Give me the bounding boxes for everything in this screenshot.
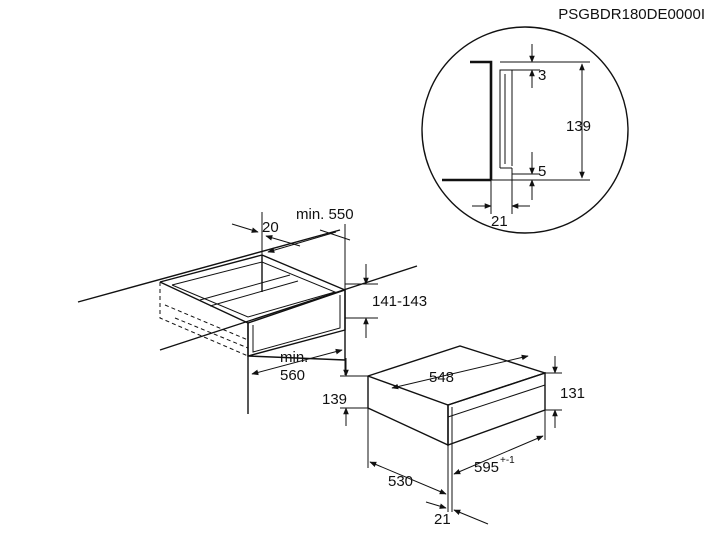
drawer-dim-139: 139	[322, 391, 347, 408]
niche-view: 20 min. 550 141-143 min. 560	[77, 206, 427, 414]
detail-cabinet-top	[470, 60, 493, 180]
drawer-dim-595: 595	[474, 459, 499, 476]
drawer-view: 548 131 139 530 595 +-1 21	[322, 345, 585, 528]
niche-dim-min-label: min.	[280, 349, 308, 366]
drawer-top	[365, 345, 548, 406]
detail-dim-3: 3	[538, 67, 546, 84]
niche-dim-20: 20	[262, 219, 279, 236]
niche-top-back	[261, 254, 346, 291]
niche-front-opening	[247, 290, 346, 357]
drawer-dim-548: 548	[429, 369, 454, 386]
niche-ext-550-b	[319, 229, 351, 241]
detail-circle	[421, 26, 629, 234]
detail-view: 3 139 5 21	[421, 26, 629, 234]
detail-dim-21: 21	[491, 213, 508, 230]
niche-inner-rail-2	[209, 280, 299, 307]
niche-hidden-low	[174, 317, 249, 349]
drawer-dim-21: 21	[434, 511, 451, 528]
detail-dim-139: 139	[566, 118, 591, 135]
niche-dim-141-143: 141-143	[372, 293, 427, 310]
niche-top-front	[159, 281, 346, 324]
niche-dim-min-550: min. 550	[296, 206, 354, 223]
drawer-front-top	[447, 384, 546, 418]
detail-drawer-front	[499, 69, 513, 168]
drawer-arrow-21-right	[453, 509, 489, 525]
niche-counter-right	[159, 265, 418, 351]
niche-arrow-20-left	[231, 223, 259, 233]
niche-dim-560: 560	[280, 367, 305, 384]
niche-inner-rail	[199, 274, 291, 301]
niche-front-inner	[252, 295, 341, 353]
niche-hidden-mid	[164, 304, 249, 341]
niche-arrow-560	[251, 348, 343, 376]
drawer-left-face	[367, 376, 449, 447]
model-code: PSGBDR180DE0000I	[558, 6, 705, 23]
niche-hidden-left	[159, 282, 249, 357]
drawer-dim-530: 530	[388, 473, 413, 490]
niche-top-left	[159, 254, 263, 283]
niche-arrow-550	[267, 231, 337, 253]
drawer-arrow-21-left	[425, 501, 447, 509]
niche-top-inner	[171, 261, 337, 318]
drawer-dim-595-tolerance: +-1	[500, 455, 515, 466]
detail-dim-5: 5	[538, 163, 546, 180]
drawer-arrow-530	[369, 461, 447, 495]
niche-counter-left	[77, 229, 341, 303]
drawer-front-panel	[447, 372, 546, 446]
drawer-arrow-595	[453, 435, 544, 475]
drawer-dim-131: 131	[560, 385, 585, 402]
drawer-arrow-548	[391, 354, 529, 390]
